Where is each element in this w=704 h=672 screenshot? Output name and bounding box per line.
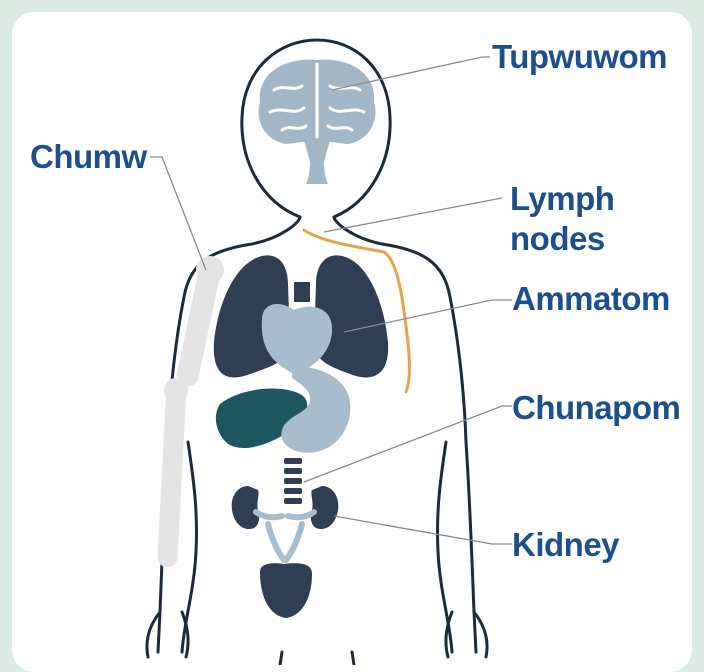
kidney-label: Kidney [512,526,619,564]
forearm-bone [157,382,187,568]
arm-bone [157,256,224,567]
body-diagram [12,12,692,665]
brain-label: Tupwuwom [492,38,667,76]
leader-bone [150,157,206,270]
left-kidney [232,486,260,529]
stomach-label: Chunapom [512,389,680,427]
ureters [256,512,314,560]
leg-outline [280,652,354,665]
shoulder-joint [196,256,224,284]
trachea [294,282,310,302]
diagram-panel: Tupwuwom Chumw Lymph nodes Ammatom Chuna… [12,12,692,672]
lungs-label: Ammatom [512,280,670,318]
brain [259,60,376,184]
leader-lymph [324,198,502,232]
spine [284,458,302,504]
bladder [260,563,312,618]
bone-label: Chumw [30,138,147,176]
leader-kidney [334,516,512,544]
right-kidney [311,486,339,529]
lymph-nodes-label-line2: nodes [510,220,605,258]
elbow-joint [164,378,188,402]
lymph-nodes-label-line1: Lymph [510,180,614,218]
brainstem [304,140,330,184]
